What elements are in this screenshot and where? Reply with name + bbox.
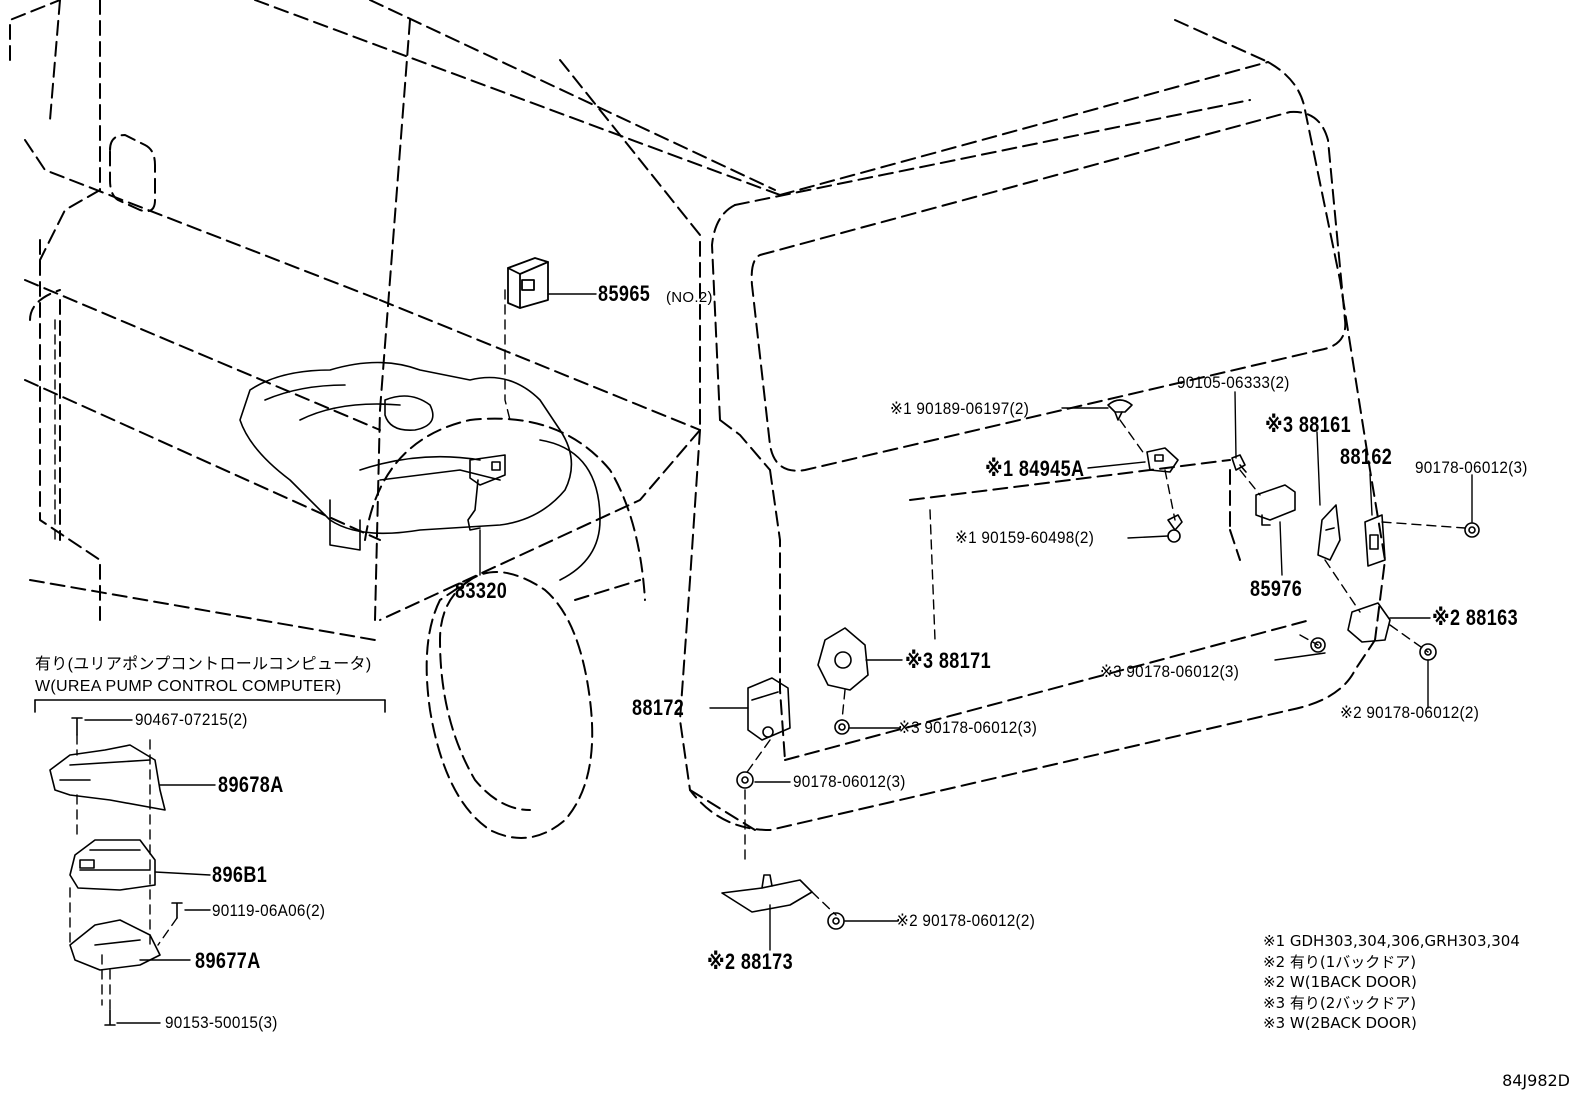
part-label-90105[interactable]: 90105-06333(2) <box>1177 373 1290 392</box>
part-label-85976[interactable]: 85976 <box>1250 576 1303 601</box>
part-label-88173[interactable]: ※2 88173 <box>707 949 794 974</box>
nut-90178-a-shape <box>1464 522 1480 538</box>
footnote-2: ※2 有り(1バックドア) <box>1263 952 1417 971</box>
part-label-90178-c[interactable]: ※3 90178-06012(3) <box>898 718 1038 737</box>
fuel-tank <box>239 361 601 581</box>
part-label-90178-b[interactable]: ※3 90178-06012(3) <box>1100 662 1240 681</box>
group-heading-jp: 有り(ユリアポンプコントロールコンピュータ) <box>35 656 372 673</box>
part-label-90178-d[interactable]: ※2 90178-06012(2) <box>1340 703 1480 722</box>
urea-pump-dashes <box>69 734 178 1011</box>
part-label-88172[interactable]: 88172 <box>632 695 685 720</box>
footnote-3: ※2 W(1BACK DOOR) <box>1263 973 1417 991</box>
part-label-90159[interactable]: ※1 90159-60498(2) <box>955 528 1095 547</box>
part-label-90178-f[interactable]: ※2 90178-06012(2) <box>896 911 1036 930</box>
nut-90178-b-shape <box>1310 637 1326 653</box>
leader-lines <box>84 293 1473 1024</box>
bracket-88171-shape <box>817 627 869 691</box>
vehicle-body-outline <box>9 0 1386 839</box>
bracket-88161-shape <box>1317 504 1341 561</box>
part-label-90153[interactable]: 90153-50015(3) <box>165 1013 278 1032</box>
part-label-90189[interactable]: ※1 90189-06197(2) <box>890 399 1030 418</box>
part-label-90467[interactable]: 90467-07215(2) <box>135 710 248 729</box>
footnote-1: ※1 GDH303,304,306,GRH303,304 <box>1263 932 1520 950</box>
group-heading-en: W(UREA PUMP CONTROL COMPUTER) <box>35 678 342 695</box>
bolt-90105-shape <box>1231 454 1247 473</box>
part-label-89678a[interactable]: 89678A <box>218 772 284 797</box>
computer-85965-shape <box>507 257 549 309</box>
part-label-90178-a[interactable]: 90178-06012(3) <box>1415 458 1528 477</box>
sensor-88162-shape <box>1364 514 1386 567</box>
part-label-85965-note: (NO.2) <box>666 289 713 306</box>
bracket-84945-shape <box>1146 447 1179 473</box>
sensor-88172-shape <box>747 677 791 741</box>
part-label-896b1[interactable]: 896B1 <box>212 862 268 887</box>
footnotes: ※1 GDH303,304,306,GRH303,304 ※2 有り(1バックド… <box>1263 931 1520 1034</box>
part-label-89677a[interactable]: 89677A <box>195 948 261 973</box>
bracket-88173-shape <box>721 874 813 913</box>
footnote-4: ※3 有り(2バックドア) <box>1263 993 1417 1012</box>
footnote-5: ※3 W(2BACK DOOR) <box>1263 1014 1417 1032</box>
sensor-83320-shape <box>467 454 506 531</box>
part-label-85965[interactable]: 85965 <box>598 281 651 306</box>
diagram-code: 84J982D <box>1502 1071 1570 1090</box>
part-label-88161[interactable]: ※3 88161 <box>1265 412 1352 437</box>
nut-90178-c-shape <box>834 719 850 735</box>
nut-90178-f-shape <box>827 912 845 930</box>
nut-90178-e-shape <box>736 771 754 789</box>
part-label-83320[interactable]: 83320 <box>455 578 508 603</box>
part-label-90119[interactable]: 90119-06A06(2) <box>212 901 326 920</box>
clip-90189-shape <box>1107 399 1133 421</box>
urea-pump-group-drawing <box>34 699 386 1026</box>
sensor-85976-shape <box>1255 484 1296 526</box>
part-label-90178-e[interactable]: 90178-06012(3) <box>793 772 906 791</box>
dashed-guide-lines <box>54 289 1466 916</box>
part-label-88171[interactable]: ※3 88171 <box>905 648 992 673</box>
bracket-88163-shape <box>1347 602 1391 643</box>
part-label-88163[interactable]: ※2 88163 <box>1432 605 1519 630</box>
part-label-88162[interactable]: 88162 <box>1340 444 1393 469</box>
part-label-84945a[interactable]: ※1 84945A <box>985 456 1085 481</box>
